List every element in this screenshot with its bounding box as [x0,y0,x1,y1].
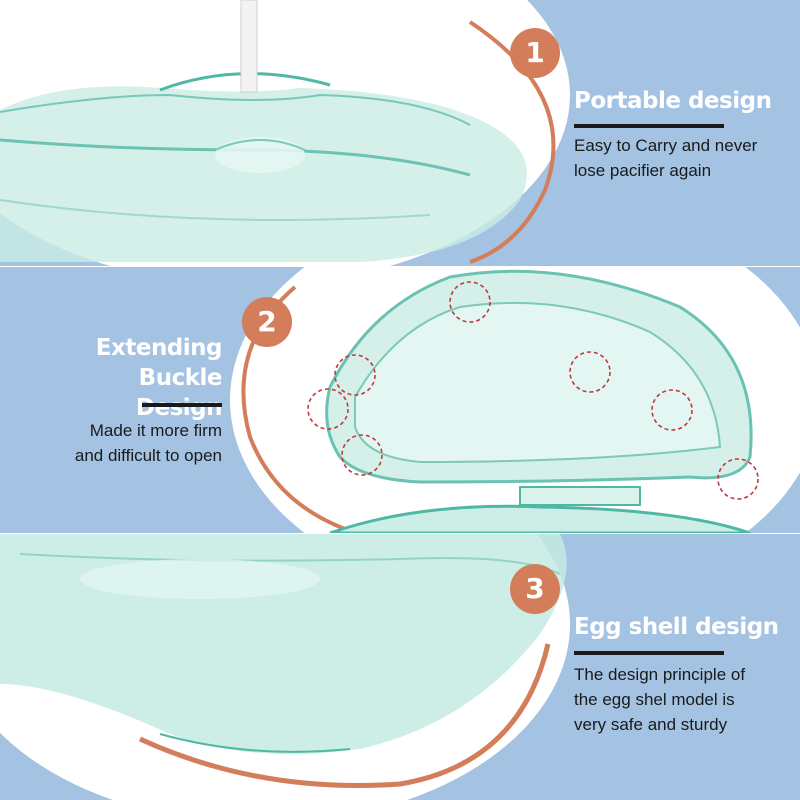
section-portable-design: 1 Portable design Easy to Carry and neve… [0,0,800,266]
section-1-title: Portable design [574,88,772,114]
section-2-description-line-1: Made it more firm [89,421,222,440]
section-3-artwork [0,534,800,800]
section-2-description: Made it more firm and difficult to open [22,418,222,468]
section-2-description-line-2: and difficult to open [74,446,222,465]
section-3-title: Egg shell design [574,614,779,640]
section-1-description: Easy to Carry and never lose pacifier ag… [574,133,757,183]
section-egg-shell: 3 Egg shell design The design principle … [0,534,800,800]
pacifier-case-open [325,269,753,533]
section-1-description-line-1: Easy to Carry and never [574,136,758,155]
section-1-description-line-2: lose pacifier again [574,161,712,180]
section-3-description: The design principle of the egg shel mod… [574,662,745,737]
section-2-title-line-2: Design [135,395,223,421]
section-2-title-line-1: Extending Buckle [95,335,223,391]
pacifier-case-closeup [0,0,527,262]
section-3-description-line-3: very safe and sturdy [574,715,728,734]
section-3-description-line-1: The design principle of [574,665,746,684]
section-2-artwork [0,267,800,533]
section-3-description-line-2: the egg shel model is [574,690,735,709]
step-number-badge-1: 1 [510,28,560,78]
step-number-badge-3: 3 [510,564,560,614]
section-1-artwork [0,0,800,266]
section-1-divider [574,124,724,128]
section-3-divider [574,651,724,655]
section-2-divider [142,403,222,407]
step-number-badge-2: 2 [242,297,292,347]
pacifier-case-shell [0,534,567,754]
buckle-highlight-circles [307,281,759,500]
section-2-title: Extending Buckle Design [22,333,223,423]
section-extending-buckle: 2 Extending Buckle Design Made it more f… [0,267,800,533]
